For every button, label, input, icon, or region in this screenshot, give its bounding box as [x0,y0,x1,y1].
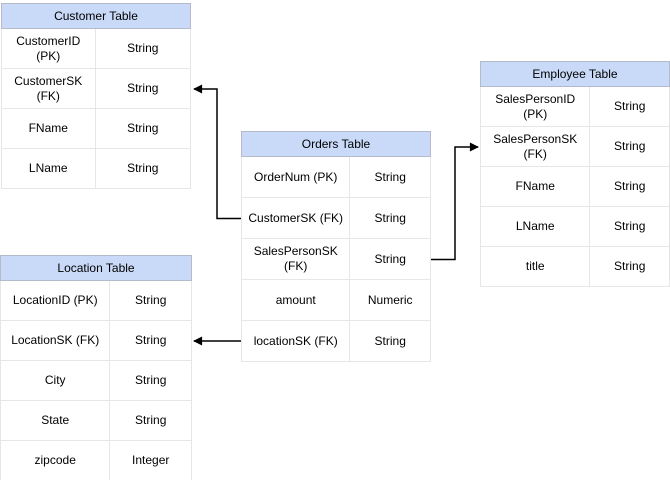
field-type-cell: String [614,259,646,273]
field-type-cell: String [614,99,646,113]
field-type-cell: String [614,139,646,153]
field-name-cell: LName [2,149,96,188]
field-name-cell: OrderNum (PK) [242,157,351,197]
table-node-customer[interactable]: Customer Table CustomerID (PK) String Cu… [1,3,191,189]
table-row: SalesPersonID (PK) String [481,87,669,127]
field-name-cell: CustomerSK (FK) [2,69,96,108]
connector-orders-to-employee [431,142,479,261]
table-row: CustomerSK (FK) String [242,198,430,239]
table-node-location[interactable]: Location Table LocationID (PK) String Lo… [0,255,192,480]
table-body-employee: SalesPersonID (PK) String SalesPersonSK … [480,87,670,287]
field-name-cell: City [1,361,111,400]
field-name-cell: zipcode [1,441,111,480]
table-header-customer: Customer Table [1,3,191,29]
field-type-cell: String [374,169,406,184]
field-name-cell: LocationSK (FK) [1,321,111,360]
field-name-cell: amount [242,280,351,320]
table-body-customer: CustomerID (PK) String CustomerSK (FK) S… [1,29,191,189]
field-name-cell: FName [481,167,591,206]
field-name-cell: SalesPersonSK (FK) [242,239,351,279]
field-type-cell: String [127,161,159,175]
table-row: locationSK (FK) String [242,321,430,362]
field-type-cell: Integer [132,453,170,467]
table-row: City String [1,361,191,401]
field-type-cell: String [127,121,159,135]
table-row: SalesPersonSK (FK) String [481,127,669,167]
field-name-cell: FName [2,109,96,148]
field-type-cell: String [135,293,167,307]
table-header-orders: Orders Table [241,131,431,157]
table-row: OrderNum (PK) String [242,157,430,198]
table-node-orders[interactable]: Orders Table OrderNum (PK) String Custom… [241,131,431,362]
table-row: zipcode Integer [1,441,191,480]
table-row: amount Numeric [242,280,430,321]
field-type-cell: String [614,219,646,233]
field-type-cell: String [127,41,159,55]
table-body-orders: OrderNum (PK) String CustomerSK (FK) Str… [241,157,431,362]
field-type-cell: String [374,251,406,266]
field-name-cell: SalesPersonID (PK) [481,87,591,126]
table-row: title String [481,247,669,287]
connector-orders-to-customer [193,84,241,220]
field-name-cell: LName [481,207,591,246]
field-name-cell: State [1,401,111,440]
field-type-cell: String [374,333,406,348]
table-row: SalesPersonSK (FK) String [242,239,430,280]
table-row: State String [1,401,191,441]
field-type-cell: String [614,179,646,193]
table-row: LName String [2,149,190,189]
table-header-employee: Employee Table [480,61,670,87]
table-row: LocationID (PK) String [1,281,191,321]
table-row: LName String [481,207,669,247]
field-name-cell: LocationID (PK) [1,281,111,320]
field-type-cell: String [135,373,167,387]
table-body-location: LocationID (PK) String LocationSK (FK) S… [0,281,192,480]
table-row: LocationSK (FK) String [1,321,191,361]
field-name-cell: SalesPersonSK (FK) [481,127,591,166]
table-row: CustomerSK (FK) String [2,69,190,109]
table-node-employee[interactable]: Employee Table SalesPersonID (PK) String… [480,61,670,287]
field-type-cell: Numeric [367,292,413,307]
field-type-cell: String [374,210,406,225]
table-row: FName String [481,167,669,207]
field-name-cell: CustomerSK (FK) [242,198,351,238]
table-header-location: Location Table [0,255,192,281]
table-row: CustomerID (PK) String [2,29,190,69]
field-type-cell: String [135,333,167,347]
table-row: FName String [2,109,190,149]
field-name-cell: CustomerID (PK) [2,29,96,68]
field-type-cell: String [127,81,159,95]
field-name-cell: title [481,247,591,286]
field-name-cell: locationSK (FK) [242,321,351,361]
field-type-cell: String [135,413,167,427]
